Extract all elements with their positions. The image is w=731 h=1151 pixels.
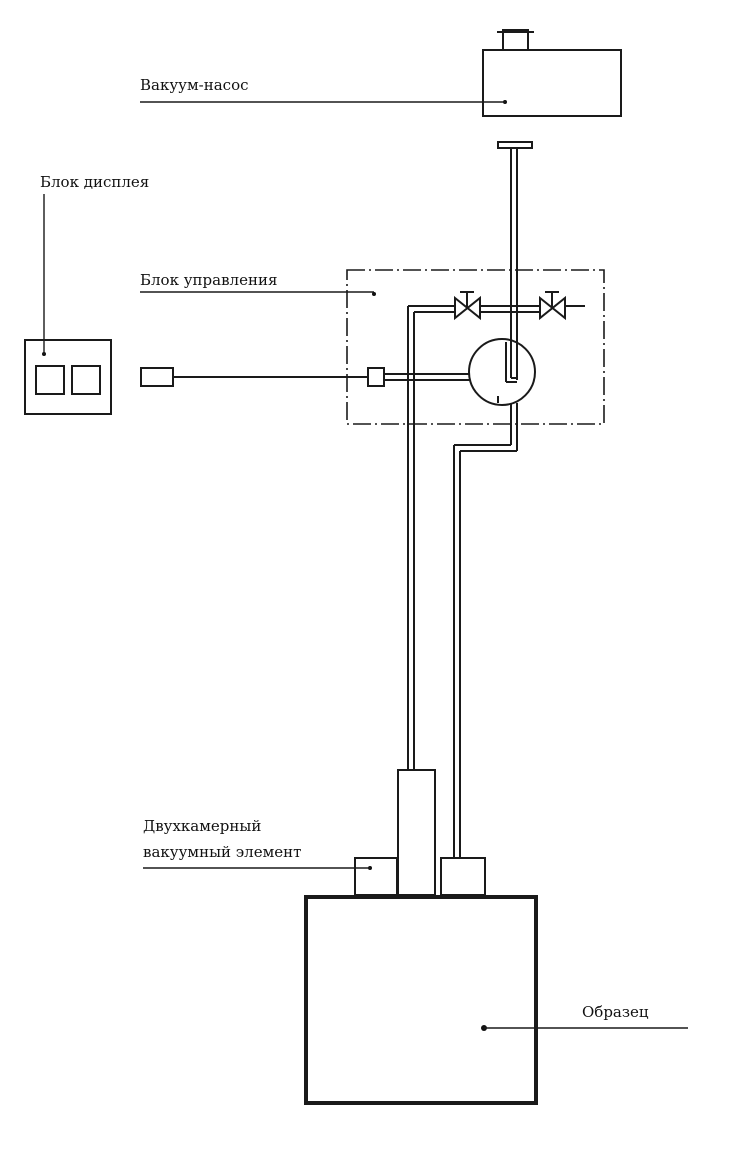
dual-element-label-line1: Двухкамерный xyxy=(143,817,261,835)
switching-chamber xyxy=(468,338,536,406)
dual-element-label-line2: вакуумный элемент xyxy=(143,843,301,861)
sensor-cable xyxy=(140,367,368,387)
control-leader-dot xyxy=(372,292,376,296)
display-unit xyxy=(24,339,112,415)
control-unit-boundary xyxy=(346,269,605,425)
vacuum-pump xyxy=(482,29,622,117)
pressure-sensor xyxy=(367,367,385,387)
sample-label: Образец xyxy=(582,1003,649,1021)
display-label: Блок дисплея xyxy=(40,173,149,191)
valve-right xyxy=(539,291,566,321)
sample-block xyxy=(304,895,538,1105)
pump-outlet-pipe xyxy=(497,141,533,380)
valve-left xyxy=(454,291,481,321)
control-label: Блок управления xyxy=(140,271,277,289)
pump-label: Вакуум-насос xyxy=(140,76,249,94)
dual-chamber-element xyxy=(354,769,486,896)
control-unit-piping xyxy=(384,305,585,858)
